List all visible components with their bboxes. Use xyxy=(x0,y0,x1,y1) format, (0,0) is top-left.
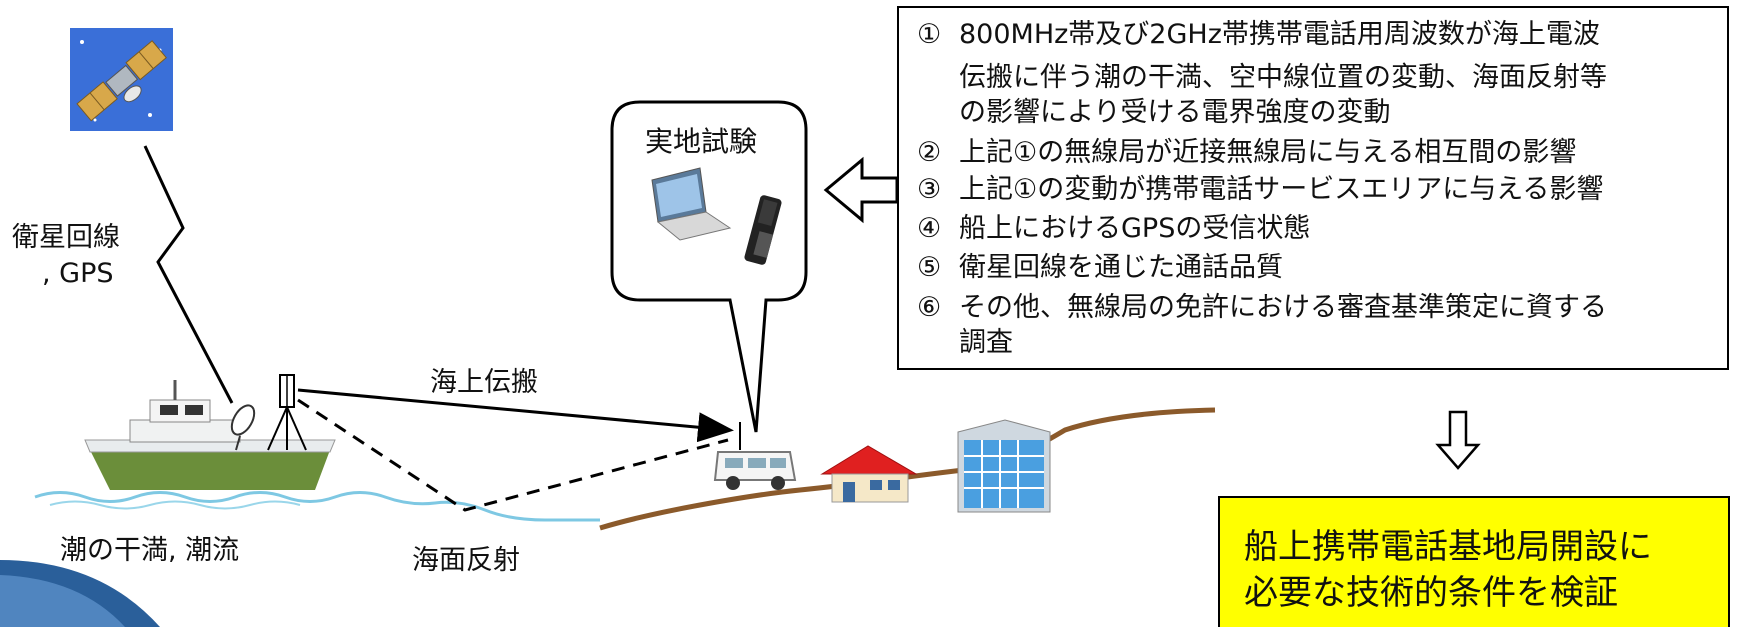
item-text: その他、無線局の免許における審査基準策定に資する xyxy=(959,292,1607,323)
building-icon xyxy=(957,419,1051,513)
conclusion-line1: 船上携帯電話基地局開設に xyxy=(1244,527,1652,567)
satellite-label-line1: 衛星回線 xyxy=(12,222,120,253)
item-text: 上記①の変動が携帯電話サービスエリアに与える影響 xyxy=(959,174,1604,205)
sea-propagation-label: 海上伝搬 xyxy=(430,367,538,398)
study-item-1: ① 800MHz帯及び2GHz帯携帯電話用周波数が海上電波 xyxy=(917,18,1600,52)
item-text: 衛星回線を通じた通話品質 xyxy=(959,252,1283,283)
laptop-icon xyxy=(651,167,732,241)
study-item-6: ⑥ その他、無線局の免許における審査基準策定に資する xyxy=(917,291,1607,325)
conclusion-line2: 必要な技術的条件を検証 xyxy=(1244,573,1618,613)
reflected-path-line xyxy=(297,398,729,512)
satellite-label-line2: , GPS xyxy=(42,258,114,289)
study-item-1-cont1: 伝搬に伴う潮の干満、空中線位置の変動、海面反射等 xyxy=(959,62,1607,93)
mobile-phone-icon xyxy=(744,195,782,265)
study-items-box: ① 800MHz帯及び2GHz帯携帯電話用周波数が海上電波 伝搬に伴う潮の干満、空… xyxy=(897,6,1729,370)
study-item-6-cont: 調査 xyxy=(959,327,1013,358)
study-item-3: ③ 上記①の変動が携帯電話サービスエリアに与える影響 xyxy=(917,173,1603,207)
satellite-link-line xyxy=(143,145,234,404)
item-number: ⑥ xyxy=(917,292,942,323)
sea-reflection-label: 海面反射 xyxy=(412,545,520,576)
tide-label: 潮の干満, 潮流 xyxy=(60,535,240,566)
field-test-title: 実地試験 xyxy=(645,125,758,158)
antenna-mast-icon xyxy=(267,374,307,451)
study-item-2: ② 上記①の無線局が近接無線局に与える相互間の影響 xyxy=(917,136,1576,170)
left-arrow-icon xyxy=(823,156,899,224)
study-item-5: ⑤ 衛星回線を通じた通話品質 xyxy=(917,251,1283,285)
van-icon xyxy=(713,422,797,490)
item-text: 上記①の無線局が近接無線局に与える相互間の影響 xyxy=(959,137,1577,168)
ship-icon xyxy=(84,380,336,490)
item-number: ⑤ xyxy=(917,252,942,283)
direct-path-arrow xyxy=(297,388,734,443)
item-number: ③ xyxy=(917,174,942,205)
item-number: ④ xyxy=(917,213,942,244)
item-text: 800MHz帯及び2GHz帯携帯電話用周波数が海上電波 xyxy=(959,19,1600,50)
house-icon xyxy=(820,445,918,503)
item-number: ② xyxy=(917,137,942,168)
satellite-icon xyxy=(70,28,173,131)
study-item-1-cont2: の影響により受ける電界強度の変動 xyxy=(959,97,1391,128)
study-item-4: ④ 船上におけるGPSの受信状態 xyxy=(917,212,1310,246)
conclusion-box: 船上携帯電話基地局開設に 必要な技術的条件を検証 xyxy=(1218,496,1730,627)
item-text: 船上におけるGPSの受信状態 xyxy=(959,213,1311,244)
sea-surface xyxy=(34,491,600,522)
down-arrow-icon xyxy=(1435,410,1481,470)
satellite-link-label: 衛星回線 , GPS xyxy=(12,220,120,292)
slide-bullet-icon xyxy=(0,560,160,627)
item-number: ① xyxy=(917,19,942,50)
